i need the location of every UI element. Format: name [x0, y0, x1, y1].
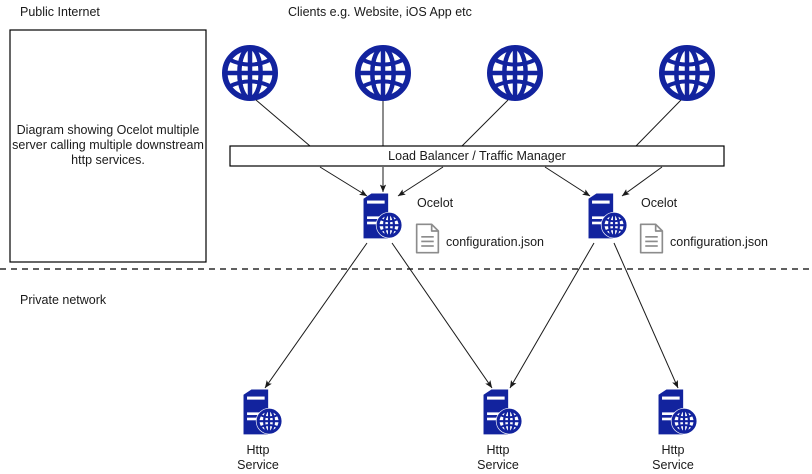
ocelot-node-1[interactable]: Ocelot configuration.json	[361, 191, 545, 254]
public-internet-label: Public Internet	[20, 5, 100, 19]
edges-load-balancer-to-ocelot	[319, 166, 663, 197]
ocelot-node-2[interactable]: Ocelot configuration.json	[586, 191, 769, 254]
http-service-label-line1: Http	[247, 443, 270, 457]
private-network-label: Private network	[20, 293, 107, 307]
http-service-node-3[interactable]: Http Service	[652, 387, 699, 473]
description-box: Diagram showing Ocelot multiple server c…	[9, 29, 207, 263]
edge-ocelot-service	[264, 242, 368, 389]
edge-ocelot-service	[391, 242, 493, 389]
clients-label: Clients e.g. Website, iOS App etc	[288, 5, 472, 19]
configuration-file-label: configuration.json	[446, 235, 544, 249]
globe-icon[interactable]	[225, 48, 275, 98]
ocelot-label: Ocelot	[641, 196, 678, 210]
http-service-label-line2: Service	[652, 458, 694, 472]
configuration-file-label: configuration.json	[670, 235, 768, 249]
http-service-label-line1: Http	[487, 443, 510, 457]
description-box-outline	[9, 29, 207, 263]
http-service-node-2[interactable]: Http Service	[477, 387, 524, 473]
client-nodes	[225, 48, 712, 98]
edge-lb-ocelot	[621, 166, 663, 197]
edge-ocelot-service	[613, 242, 679, 389]
http-service-label-line1: Http	[662, 443, 685, 457]
document-icon[interactable]	[639, 223, 664, 254]
edge-lb-ocelot	[319, 166, 368, 197]
globe-icon[interactable]	[490, 48, 540, 98]
description-line-2: server calling multiple downstream	[12, 138, 204, 152]
load-balancer-box[interactable]	[229, 145, 725, 167]
edge-lb-ocelot	[544, 166, 591, 197]
edges-ocelot-to-services	[264, 242, 679, 389]
edge-client-lb	[635, 99, 682, 147]
globe-icon[interactable]	[358, 48, 408, 98]
edge-lb-ocelot	[397, 166, 444, 197]
http-service-label-line2: Service	[477, 458, 519, 472]
edge-client-lb	[255, 99, 311, 147]
edges-clients-to-load-balancer	[255, 99, 682, 147]
server-globe-icon[interactable]	[361, 191, 404, 240]
http-service-node-1[interactable]: Http Service	[237, 387, 284, 473]
server-globe-icon[interactable]	[586, 191, 629, 240]
server-globe-icon[interactable]	[656, 387, 699, 436]
document-icon[interactable]	[415, 223, 440, 254]
ocelot-label: Ocelot	[417, 196, 454, 210]
http-service-label-line2: Service	[237, 458, 279, 472]
server-globe-icon[interactable]	[241, 387, 284, 436]
load-balancer-node[interactable]: Load Balancer / Traffic Manager	[229, 145, 725, 167]
load-balancer-label: Load Balancer / Traffic Manager	[388, 149, 566, 163]
globe-icon[interactable]	[662, 48, 712, 98]
description-line-1: Diagram showing Ocelot multiple	[17, 123, 200, 137]
description-line-3: http services.	[71, 153, 145, 167]
edge-ocelot-service	[509, 242, 595, 389]
edge-client-lb	[461, 99, 509, 147]
server-globe-icon[interactable]	[481, 387, 524, 436]
